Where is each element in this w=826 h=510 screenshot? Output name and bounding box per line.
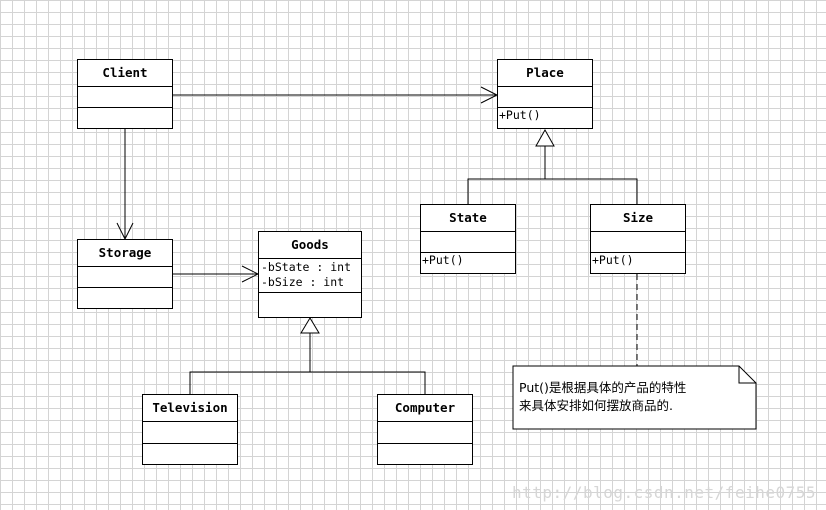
class-storage[interactable]: Storage bbox=[77, 239, 173, 309]
class-name: State bbox=[449, 210, 487, 225]
attributes-compartment bbox=[378, 421, 472, 443]
class-television[interactable]: Television bbox=[142, 394, 238, 465]
place-generalization-triangle bbox=[535, 128, 555, 147]
class-place[interactable]: Place +Put() bbox=[497, 59, 593, 129]
attributes-compartment: -bState : int -bSize : int bbox=[259, 258, 361, 292]
operation: +Put() bbox=[422, 253, 464, 267]
attribute: -bState : int bbox=[261, 260, 352, 274]
operations-compartment: +Put() bbox=[591, 252, 685, 273]
operations-compartment bbox=[78, 287, 172, 308]
goods-generalization-triangle bbox=[300, 317, 320, 334]
class-size[interactable]: Size +Put() bbox=[590, 204, 686, 274]
operation: +Put() bbox=[499, 108, 541, 122]
class-name: Storage bbox=[98, 245, 152, 260]
attributes-compartment bbox=[78, 266, 172, 287]
attribute: -bSize : int bbox=[261, 275, 345, 289]
class-name: Goods bbox=[291, 237, 329, 252]
class-state[interactable]: State +Put() bbox=[420, 204, 516, 274]
note-fold bbox=[738, 366, 756, 384]
operations-compartment bbox=[143, 442, 237, 465]
note-line: Put()是根据具体的产品的特性 bbox=[519, 380, 687, 395]
operations-compartment bbox=[378, 442, 472, 465]
class-name: Client bbox=[102, 65, 148, 80]
operations-compartment: +Put() bbox=[421, 252, 515, 273]
operations-compartment bbox=[78, 107, 172, 128]
goods-generalization-branches bbox=[189, 371, 426, 394]
watermark: http://blog.csdn.net/feihe0755 bbox=[512, 483, 816, 502]
operations-compartment bbox=[259, 292, 361, 317]
place-generalization-branches bbox=[467, 178, 638, 204]
attributes-compartment bbox=[78, 86, 172, 107]
class-name: Place bbox=[526, 65, 564, 80]
class-name: Size bbox=[622, 210, 654, 225]
class-computer[interactable]: Computer bbox=[377, 394, 473, 465]
operation: +Put() bbox=[592, 253, 634, 267]
attributes-compartment bbox=[143, 421, 237, 443]
class-name: Television bbox=[152, 400, 228, 415]
operations-compartment: +Put() bbox=[498, 107, 592, 128]
class-goods[interactable]: Goods -bState : int -bSize : int bbox=[258, 231, 362, 318]
attributes-compartment bbox=[421, 231, 515, 252]
attributes-compartment bbox=[498, 86, 592, 107]
note-line: 来具体安排如何摆放商品的. bbox=[519, 398, 673, 413]
attributes-compartment bbox=[591, 231, 685, 252]
class-name: Computer bbox=[394, 400, 456, 415]
note-shape bbox=[512, 365, 757, 430]
class-client[interactable]: Client bbox=[77, 59, 173, 129]
note-text[interactable]: Put()是根据具体的产品的特性 来具体安排如何摆放商品的. bbox=[519, 379, 734, 415]
